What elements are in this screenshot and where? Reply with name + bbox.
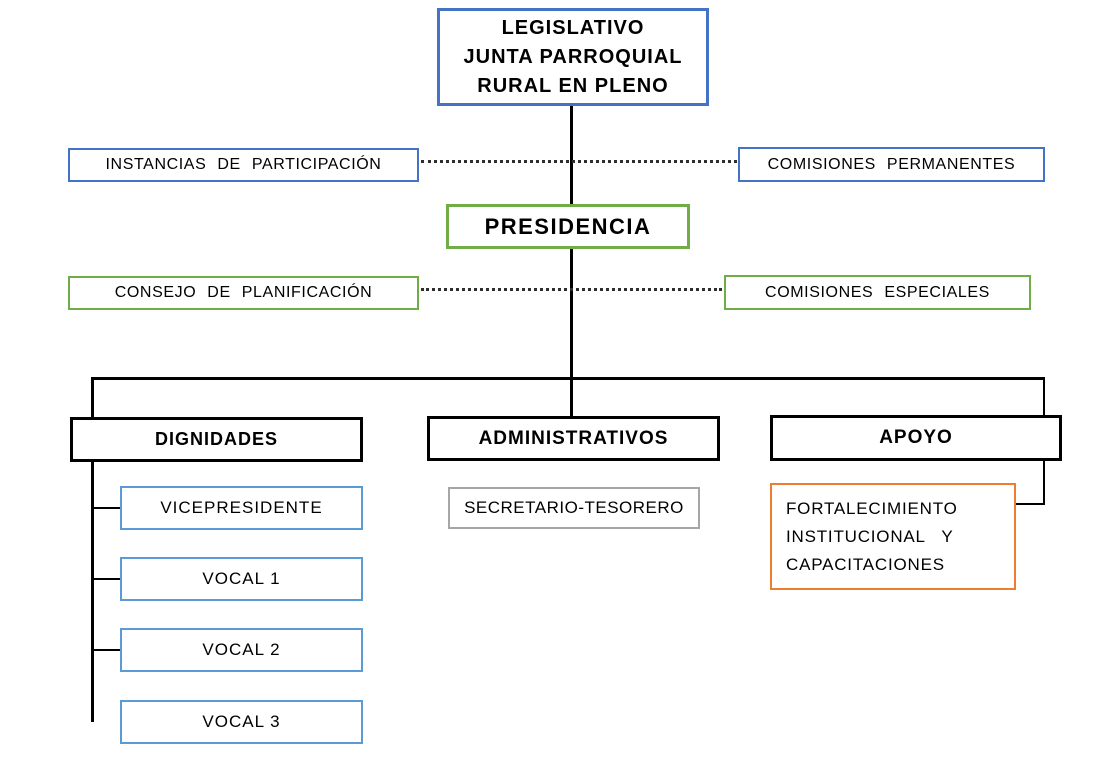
node-vocal-1: VOCAL 1 bbox=[120, 557, 363, 601]
connector-presidencia-administrativos bbox=[570, 249, 573, 416]
node-vocal-2: VOCAL 2 bbox=[120, 628, 363, 672]
connector-stub-vocal-2 bbox=[93, 649, 120, 651]
node-fortalecimiento-institucional: FORTALECIMIENTO INSTITUCIONAL Y CAPACITA… bbox=[770, 483, 1016, 590]
node-label: VOCAL 3 bbox=[202, 712, 281, 731]
node-label-line: CAPACITACIONES bbox=[786, 554, 945, 574]
node-label: ADMINISTRATIVOS bbox=[478, 427, 669, 449]
node-label: COMISIONES PERMANENTES bbox=[767, 155, 1016, 173]
node-secretario-tesorero: SECRETARIO-TESORERO bbox=[448, 487, 700, 529]
node-administrativos: ADMINISTRATIVOS bbox=[427, 416, 720, 461]
connector-legislativo-presidencia bbox=[570, 106, 573, 205]
node-label: INSTANCIAS DE PARTICIPACIÓN bbox=[105, 156, 382, 173]
node-label: PRESIDENCIA bbox=[484, 213, 652, 239]
node-comisiones-permanentes: COMISIONES PERMANENTES bbox=[738, 147, 1045, 182]
node-label: CONSEJO DE PLANIFICACIÓN bbox=[114, 284, 373, 301]
node-label: VOCAL 1 bbox=[202, 569, 281, 588]
connector-stub-vocal-1 bbox=[93, 578, 120, 580]
connector-drop-apoyo bbox=[1043, 377, 1045, 415]
node-dignidades: DIGNIDADES bbox=[70, 417, 363, 462]
connector-spine-dignidades-children bbox=[91, 462, 94, 722]
node-instancias-de-participacion: INSTANCIAS DE PARTICIPACIÓN bbox=[68, 148, 419, 182]
node-legislativo-junta-parroquial: LEGISLATIVO JUNTA PARROQUIAL RURAL EN PL… bbox=[437, 8, 709, 106]
node-label: DIGNIDADES bbox=[154, 429, 278, 449]
node-vocal-3: VOCAL 3 bbox=[120, 700, 363, 744]
node-label: SECRETARIO-TESORERO bbox=[464, 498, 684, 517]
node-label-line: FORTALECIMIENTO bbox=[786, 498, 958, 518]
connector-dotted-instancias-comisiones-permanentes bbox=[421, 160, 737, 163]
node-consejo-de-planificacion: CONSEJO DE PLANIFICACIÓN bbox=[68, 276, 419, 310]
connector-drop-dignidades bbox=[91, 377, 94, 417]
node-label: VOCAL 2 bbox=[202, 640, 281, 659]
node-comisiones-especiales: COMISIONES ESPECIALES bbox=[724, 275, 1031, 310]
connector-stub-vicepresidente bbox=[93, 507, 120, 509]
node-label-line: JUNTA PARROQUIAL bbox=[463, 45, 683, 68]
node-label: APOYO bbox=[879, 427, 953, 448]
node-label-line: RURAL EN PLENO bbox=[477, 74, 669, 97]
node-vicepresidente: VICEPRESIDENTE bbox=[120, 486, 363, 530]
connector-apoyo-fortalecimiento-horizontal bbox=[1016, 503, 1045, 505]
connector-horizontal-main bbox=[91, 377, 1045, 380]
node-apoyo: APOYO bbox=[770, 415, 1062, 461]
connector-apoyo-fortalecimiento-vertical bbox=[1043, 461, 1045, 505]
node-label: VICEPRESIDENTE bbox=[160, 498, 323, 517]
node-label-line: LEGISLATIVO bbox=[501, 16, 645, 39]
node-label-line: INSTITUCIONAL Y bbox=[786, 526, 954, 546]
node-presidencia: PRESIDENCIA bbox=[446, 204, 690, 249]
node-label: COMISIONES ESPECIALES bbox=[765, 283, 990, 301]
connector-dotted-consejo-comisiones-especiales bbox=[421, 288, 722, 291]
